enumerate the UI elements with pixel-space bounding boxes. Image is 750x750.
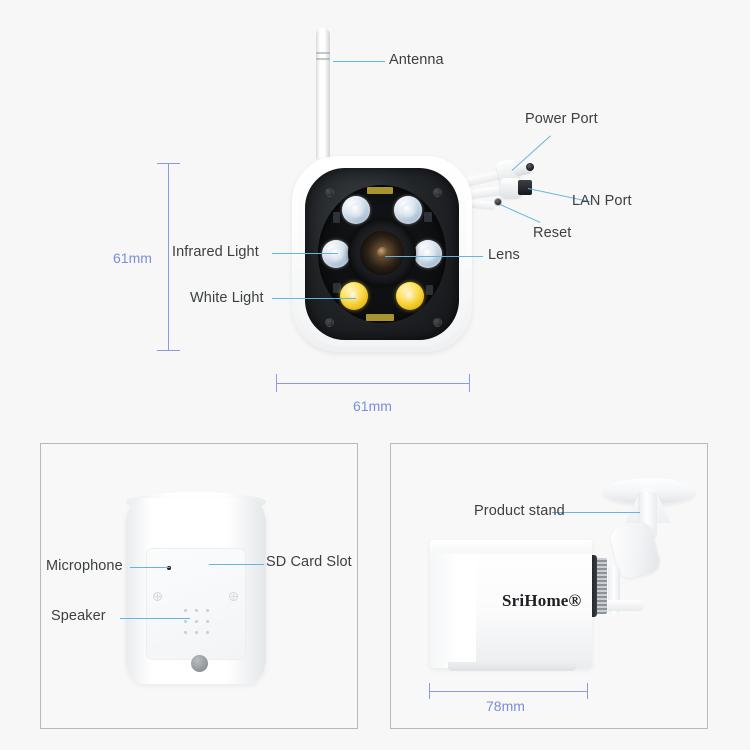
label-product-stand: Product stand (474, 503, 565, 519)
label-reset: Reset (533, 225, 572, 241)
label-power-port: Power Port (525, 111, 598, 127)
leader-line-speaker (120, 618, 190, 620)
board-component (426, 285, 433, 295)
label-antenna: Antenna (389, 52, 444, 68)
board-connector (366, 314, 394, 321)
antenna-ring-icon (316, 58, 330, 60)
bottom-button (191, 655, 208, 672)
label-microphone: Microphone (46, 558, 123, 574)
speaker-dot (195, 620, 198, 623)
leader-line-white-light (272, 298, 356, 300)
height-dimension-line (168, 163, 170, 351)
camera-rear-fin (594, 558, 607, 614)
leader-line-infrared-light (272, 253, 338, 255)
faceplate-screw (325, 188, 334, 197)
lens-highlight (377, 247, 388, 258)
speaker-dot (206, 609, 209, 612)
infrared-led (342, 196, 370, 224)
side-width-dimension-cap-left (429, 683, 431, 699)
leader-line-sd-card-slot (209, 564, 264, 566)
label-infrared-light: Infrared Light (172, 244, 259, 260)
height-dimension-text: 61mm (113, 250, 152, 266)
leader-line-microphone (130, 567, 170, 569)
label-white-light: White Light (190, 290, 264, 306)
label-sd-card-slot: SD Card Slot (266, 554, 352, 570)
faceplate-screw (433, 188, 442, 197)
antenna-ring-icon (316, 52, 330, 54)
faceplate-screw (433, 318, 442, 327)
board-component (424, 212, 432, 222)
speaker-dot (195, 631, 198, 634)
white-light-led (396, 282, 424, 310)
leader-line-lens (385, 256, 483, 258)
width-dimension-line (276, 383, 470, 385)
white-light-led (340, 282, 368, 310)
label-lan-port: LAN Port (572, 193, 632, 209)
board-connector (367, 187, 393, 194)
side-width-dimension-text: 78mm (486, 698, 525, 714)
bottom-cover-plate (146, 548, 246, 660)
speaker-dot (184, 609, 187, 612)
leader-line-reset (499, 204, 541, 224)
speaker-dot (206, 631, 209, 634)
speaker-dot (195, 609, 198, 612)
infrared-led (394, 196, 422, 224)
antenna-part (316, 28, 330, 160)
side-view-top-shade (430, 540, 592, 554)
side-view-sun-hood (430, 540, 476, 668)
brand-logo: SriHome® (502, 591, 582, 610)
side-width-dimension-cap-right (587, 683, 589, 699)
side-view-base (448, 662, 576, 671)
width-dimension-text: 61mm (353, 398, 392, 414)
board-component (333, 212, 340, 223)
reset-button-icon (494, 198, 502, 206)
stand-lower-arm (598, 600, 644, 611)
speaker-dot (184, 620, 187, 623)
board-component (333, 283, 341, 293)
infrared-led (414, 240, 442, 268)
power-jack-icon (526, 163, 534, 171)
width-dimension-cap-right (469, 374, 471, 392)
height-dimension-cap-bottom (157, 350, 180, 352)
label-lens: Lens (488, 247, 520, 263)
rj45-jack-icon (518, 180, 532, 195)
front-view-figure: Antenna Power Port LAN Port Reset Lens I… (113, 28, 632, 414)
plate-screw-icon (153, 592, 162, 601)
faceplate-screw (325, 318, 334, 327)
width-dimension-cap-left (276, 374, 278, 392)
lan-connector-body (500, 178, 522, 198)
camera-rear-ring (588, 555, 597, 617)
leader-line-product-stand (552, 512, 640, 514)
label-speaker: Speaker (51, 608, 106, 624)
height-dimension-cap-top (157, 163, 180, 165)
plate-screw-icon (229, 592, 238, 601)
speaker-dot (184, 631, 187, 634)
side-width-dimension-line (429, 691, 588, 693)
leader-line-antenna (333, 61, 385, 63)
speaker-dot (206, 620, 209, 623)
